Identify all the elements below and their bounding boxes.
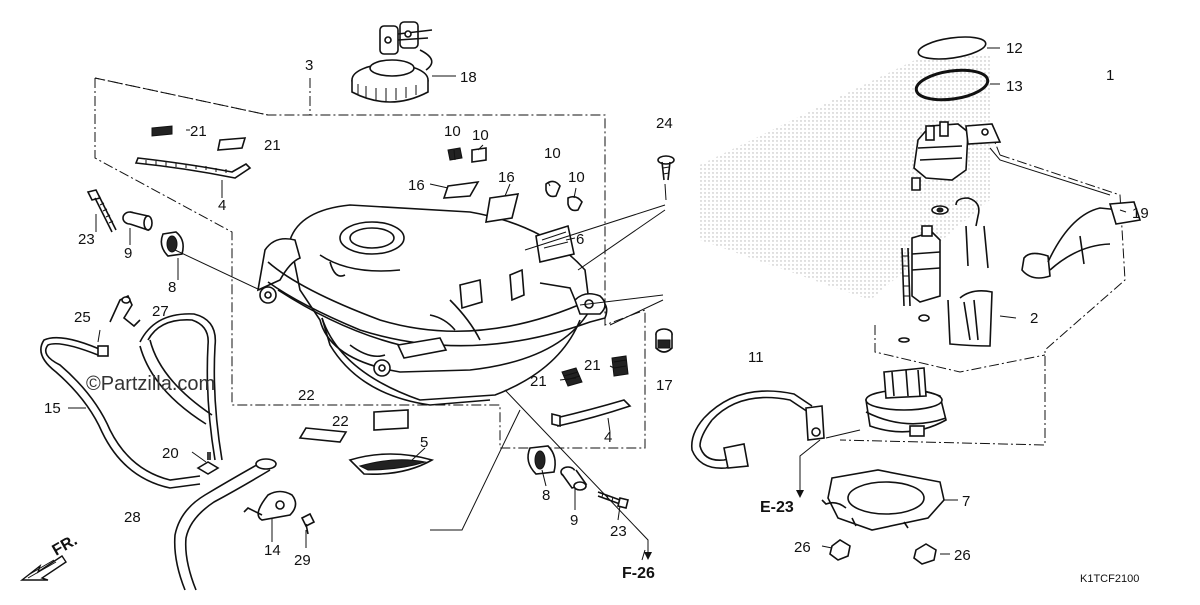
callout-1: 1	[1106, 67, 1114, 84]
callout-21-c: 21	[530, 373, 547, 390]
cushion-10	[447, 147, 583, 212]
fuel-pipe-11	[690, 390, 825, 469]
callout-16-b: 16	[498, 169, 515, 186]
callout-27: 27	[152, 303, 169, 320]
joint-20	[196, 452, 220, 475]
grommet-17	[655, 328, 673, 353]
pump-head	[911, 121, 1002, 191]
callout-9-left: 9	[124, 245, 132, 262]
nut-26	[829, 539, 937, 565]
collar-9-right	[560, 466, 588, 491]
callout-4-top: 4	[218, 197, 226, 214]
sticker-16	[442, 180, 520, 223]
float-arm-19	[1021, 201, 1142, 279]
callout-23-right: 23	[610, 523, 627, 540]
callout-8-left: 8	[168, 279, 176, 296]
ref-f26: F-26	[622, 565, 655, 582]
callout-13: 13	[1006, 78, 1023, 95]
bolt-23-right	[597, 491, 629, 509]
clip-27	[109, 294, 141, 328]
callout-29: 29	[294, 552, 311, 569]
callout-5: 5	[420, 434, 428, 451]
callout-8-right: 8	[542, 487, 550, 504]
diagram-code: K1TCF2100	[1080, 573, 1139, 585]
callout-6: 6	[576, 231, 584, 248]
callout-21-d: 21	[584, 357, 601, 374]
e23-arrow-head	[796, 490, 804, 498]
ref-e23: E-23	[760, 499, 794, 516]
callout-19: 19	[1132, 205, 1149, 222]
tube-28	[139, 313, 223, 461]
callout-25: 25	[74, 309, 91, 326]
tape-21-top	[151, 125, 247, 151]
pump-motor	[898, 197, 993, 347]
collar-9-left	[122, 211, 153, 232]
pump-base	[865, 367, 947, 437]
tape-21-mid	[561, 355, 629, 387]
o-ring-12	[917, 36, 987, 60]
watermark: ©Partzilla.com	[86, 373, 215, 395]
callout-22-b: 22	[332, 413, 349, 430]
tube-lower	[173, 458, 277, 591]
callout-18: 18	[460, 69, 477, 86]
callout-9-right: 9	[570, 512, 578, 529]
sticker-6	[535, 224, 575, 263]
front-direction-arrow	[19, 555, 67, 581]
cushion-8-right	[527, 445, 556, 475]
callout-17: 17	[656, 377, 673, 394]
callout-3: 3	[305, 57, 313, 74]
callout-21-b: 21	[264, 137, 281, 154]
bolt-24	[657, 155, 675, 181]
packing-13	[914, 68, 990, 102]
callout-14: 14	[264, 542, 281, 559]
callout-22-a: 22	[298, 387, 315, 404]
callout-28: 28	[124, 509, 141, 526]
rubber-5	[348, 453, 435, 476]
callout-20: 20	[162, 445, 179, 462]
callout-26-right: 26	[954, 547, 971, 564]
f26-arrow-head	[644, 552, 652, 560]
front-marker: FR.	[50, 532, 81, 560]
callout-24: 24	[656, 115, 673, 132]
callout-11: 11	[748, 349, 764, 366]
callout-10-a: 10	[444, 123, 461, 140]
pump-setting-plate-7	[821, 469, 945, 531]
leader-lines	[68, 47, 1127, 561]
callout-15: 15	[44, 400, 61, 417]
stay-14	[243, 490, 297, 521]
callout-7: 7	[962, 493, 970, 510]
callout-2: 2	[1030, 310, 1038, 327]
fuel-cap-with-keys	[351, 21, 433, 103]
trim-22	[298, 409, 409, 443]
callout-16-a: 16	[408, 177, 425, 194]
breather-tube-15	[40, 336, 201, 489]
tank-seal-rubber-4-top	[134, 157, 252, 179]
bolt-29	[300, 512, 316, 535]
cushion-8-left	[160, 231, 184, 257]
tank-assembly-boundary	[94, 77, 646, 449]
callout-26-left: 26	[794, 539, 811, 556]
bolt-23-left	[86, 189, 117, 233]
callout-23-left: 23	[78, 231, 95, 248]
callout-21-a: 21	[190, 123, 207, 140]
fuel-tank	[256, 204, 608, 406]
callout-labels: 1 2 3 4 4 5 6 7 8 8 9 9 10 10 10 10 11 1…	[44, 40, 1149, 585]
callout-10-d: 10	[568, 169, 585, 186]
callout-10-b: 10	[472, 127, 489, 144]
callout-12: 12	[1006, 40, 1023, 57]
callout-10-c: 10	[544, 145, 561, 162]
seal-rubber-4-lower	[551, 399, 632, 428]
callout-4-lower: 4	[604, 429, 612, 446]
